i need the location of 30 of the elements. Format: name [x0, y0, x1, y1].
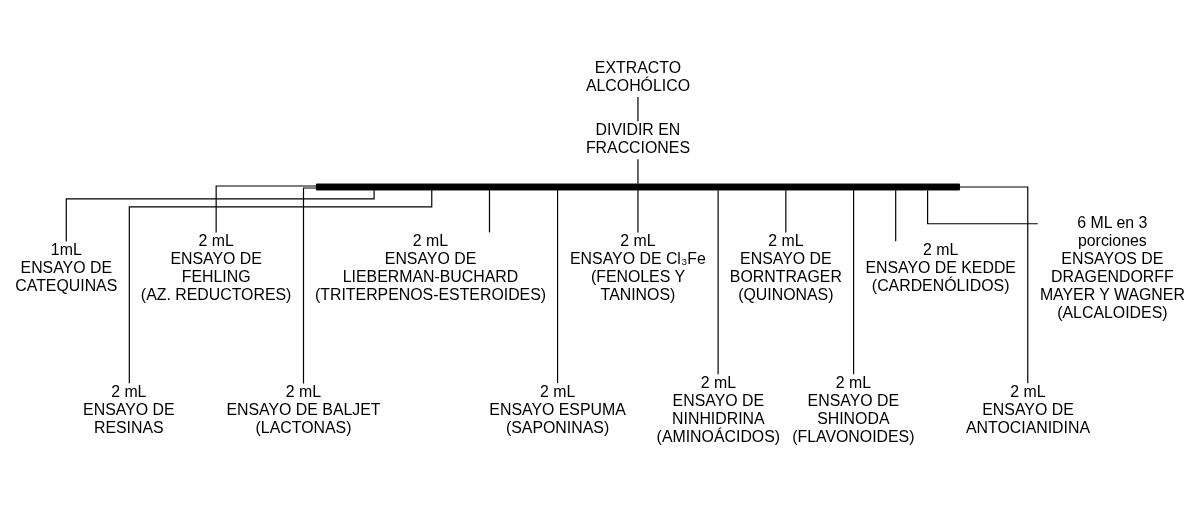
connector: [488, 189, 491, 234]
node-text: DIVIDIR EN FRACCIONES: [585, 121, 691, 157]
node-text: 2 mL ENSAYO DE RESINAS: [83, 383, 175, 436]
node-bar: [315, 183, 961, 191]
connector: [215, 185, 317, 234]
node-text: 2 mL ENSAYO DE LIEBERMAN-BUCHARD (TRITERPENOS-ESTEROIDES): [314, 232, 547, 303]
node-text: 2 mL ENSAYO DE BORNTRAGER (QUINONAS): [729, 232, 842, 303]
node-text: 6 ML en 3 porciones ENSAYOS DE DRAGENDORFF MAYER Y WAGNER (ALCALOIDES): [1039, 214, 1185, 321]
connector: [717, 189, 719, 375]
node-text: 2 mL ENSAYO DE SHINODA (FLAVONOIDES): [792, 374, 915, 445]
connector: [556, 189, 559, 384]
connector: [637, 158, 639, 185]
connector: [853, 189, 855, 375]
node-text: 2 mL ENSAYO DE KEDDE (CARDENÓLIDOS): [865, 241, 1016, 295]
node-text: 1mL ENSAYO DE CATEQUINAS: [15, 241, 118, 295]
connector: [895, 189, 897, 242]
connector: [785, 189, 787, 234]
node-text: 2 mL ENSAYO DE Cl₃Fe (FENOLES Y TANINOS): [570, 232, 706, 303]
node-text: EXTRACTO ALCOHÓLICO: [585, 58, 691, 94]
connector: [128, 189, 433, 384]
node-text: 2 mL ENSAYO DE BALJET (LACTONAS): [226, 383, 381, 436]
node-text: 2 mL ENSAYO ESPUMA (SAPONINAS): [489, 383, 626, 436]
connector: [959, 186, 1029, 384]
connector: [927, 189, 1039, 225]
node-text: 2 mL ENSAYO DE ANTOCIANIDINA: [965, 383, 1091, 436]
connector: [302, 187, 317, 385]
node-text: 2 mL ENSAYO DE NINHIDRINA (AMINOÁCIDOS): [656, 374, 781, 445]
connector: [65, 189, 375, 243]
connector: [637, 189, 639, 234]
node-text: 2 mL ENSAYO DE FEHLING (AZ. REDUCTORES): [140, 232, 292, 303]
